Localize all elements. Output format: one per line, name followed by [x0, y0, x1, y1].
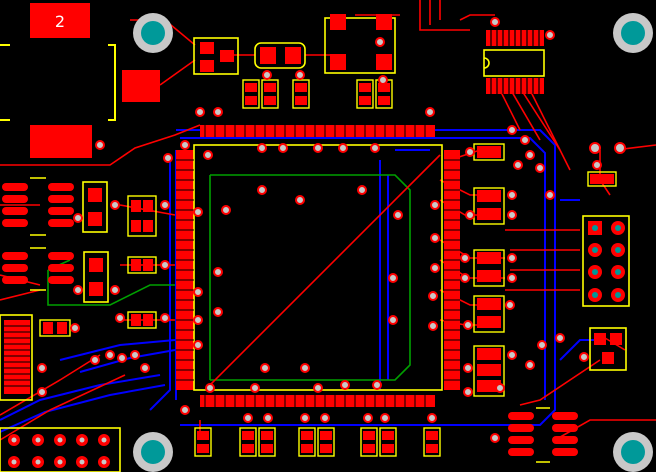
- top-small-components: [193, 14, 396, 109]
- component-2: 2: [0, 3, 160, 158]
- left-passives: [39, 181, 157, 337]
- left-soic-pads: [2, 183, 74, 284]
- component-2-pad-top: [30, 3, 90, 38]
- bottom-left-header: [0, 427, 121, 472]
- component-2-label: 2: [55, 12, 65, 31]
- qfp-ic-pins-top: [200, 125, 435, 137]
- qfp-ic: [176, 125, 460, 407]
- soic-ic-top-right: [483, 30, 545, 94]
- component-2-outline: [0, 44, 116, 121]
- qfp-ic-pin-gaps: [176, 125, 460, 407]
- vias: [37, 17, 626, 443]
- bottom-right-soic-outline: [536, 407, 550, 463]
- left-soic-outline: [30, 177, 46, 291]
- component-2-pad-bottom: [30, 125, 92, 158]
- bottom-passives: [194, 427, 441, 457]
- right-header: [582, 215, 630, 307]
- left-edge-connector: [0, 314, 33, 401]
- bottom-right-soic: [508, 412, 578, 456]
- component-2-pad-right: [122, 70, 160, 102]
- qfp-ic-pins-bottom: [200, 395, 435, 407]
- mounting-holes: [133, 13, 653, 472]
